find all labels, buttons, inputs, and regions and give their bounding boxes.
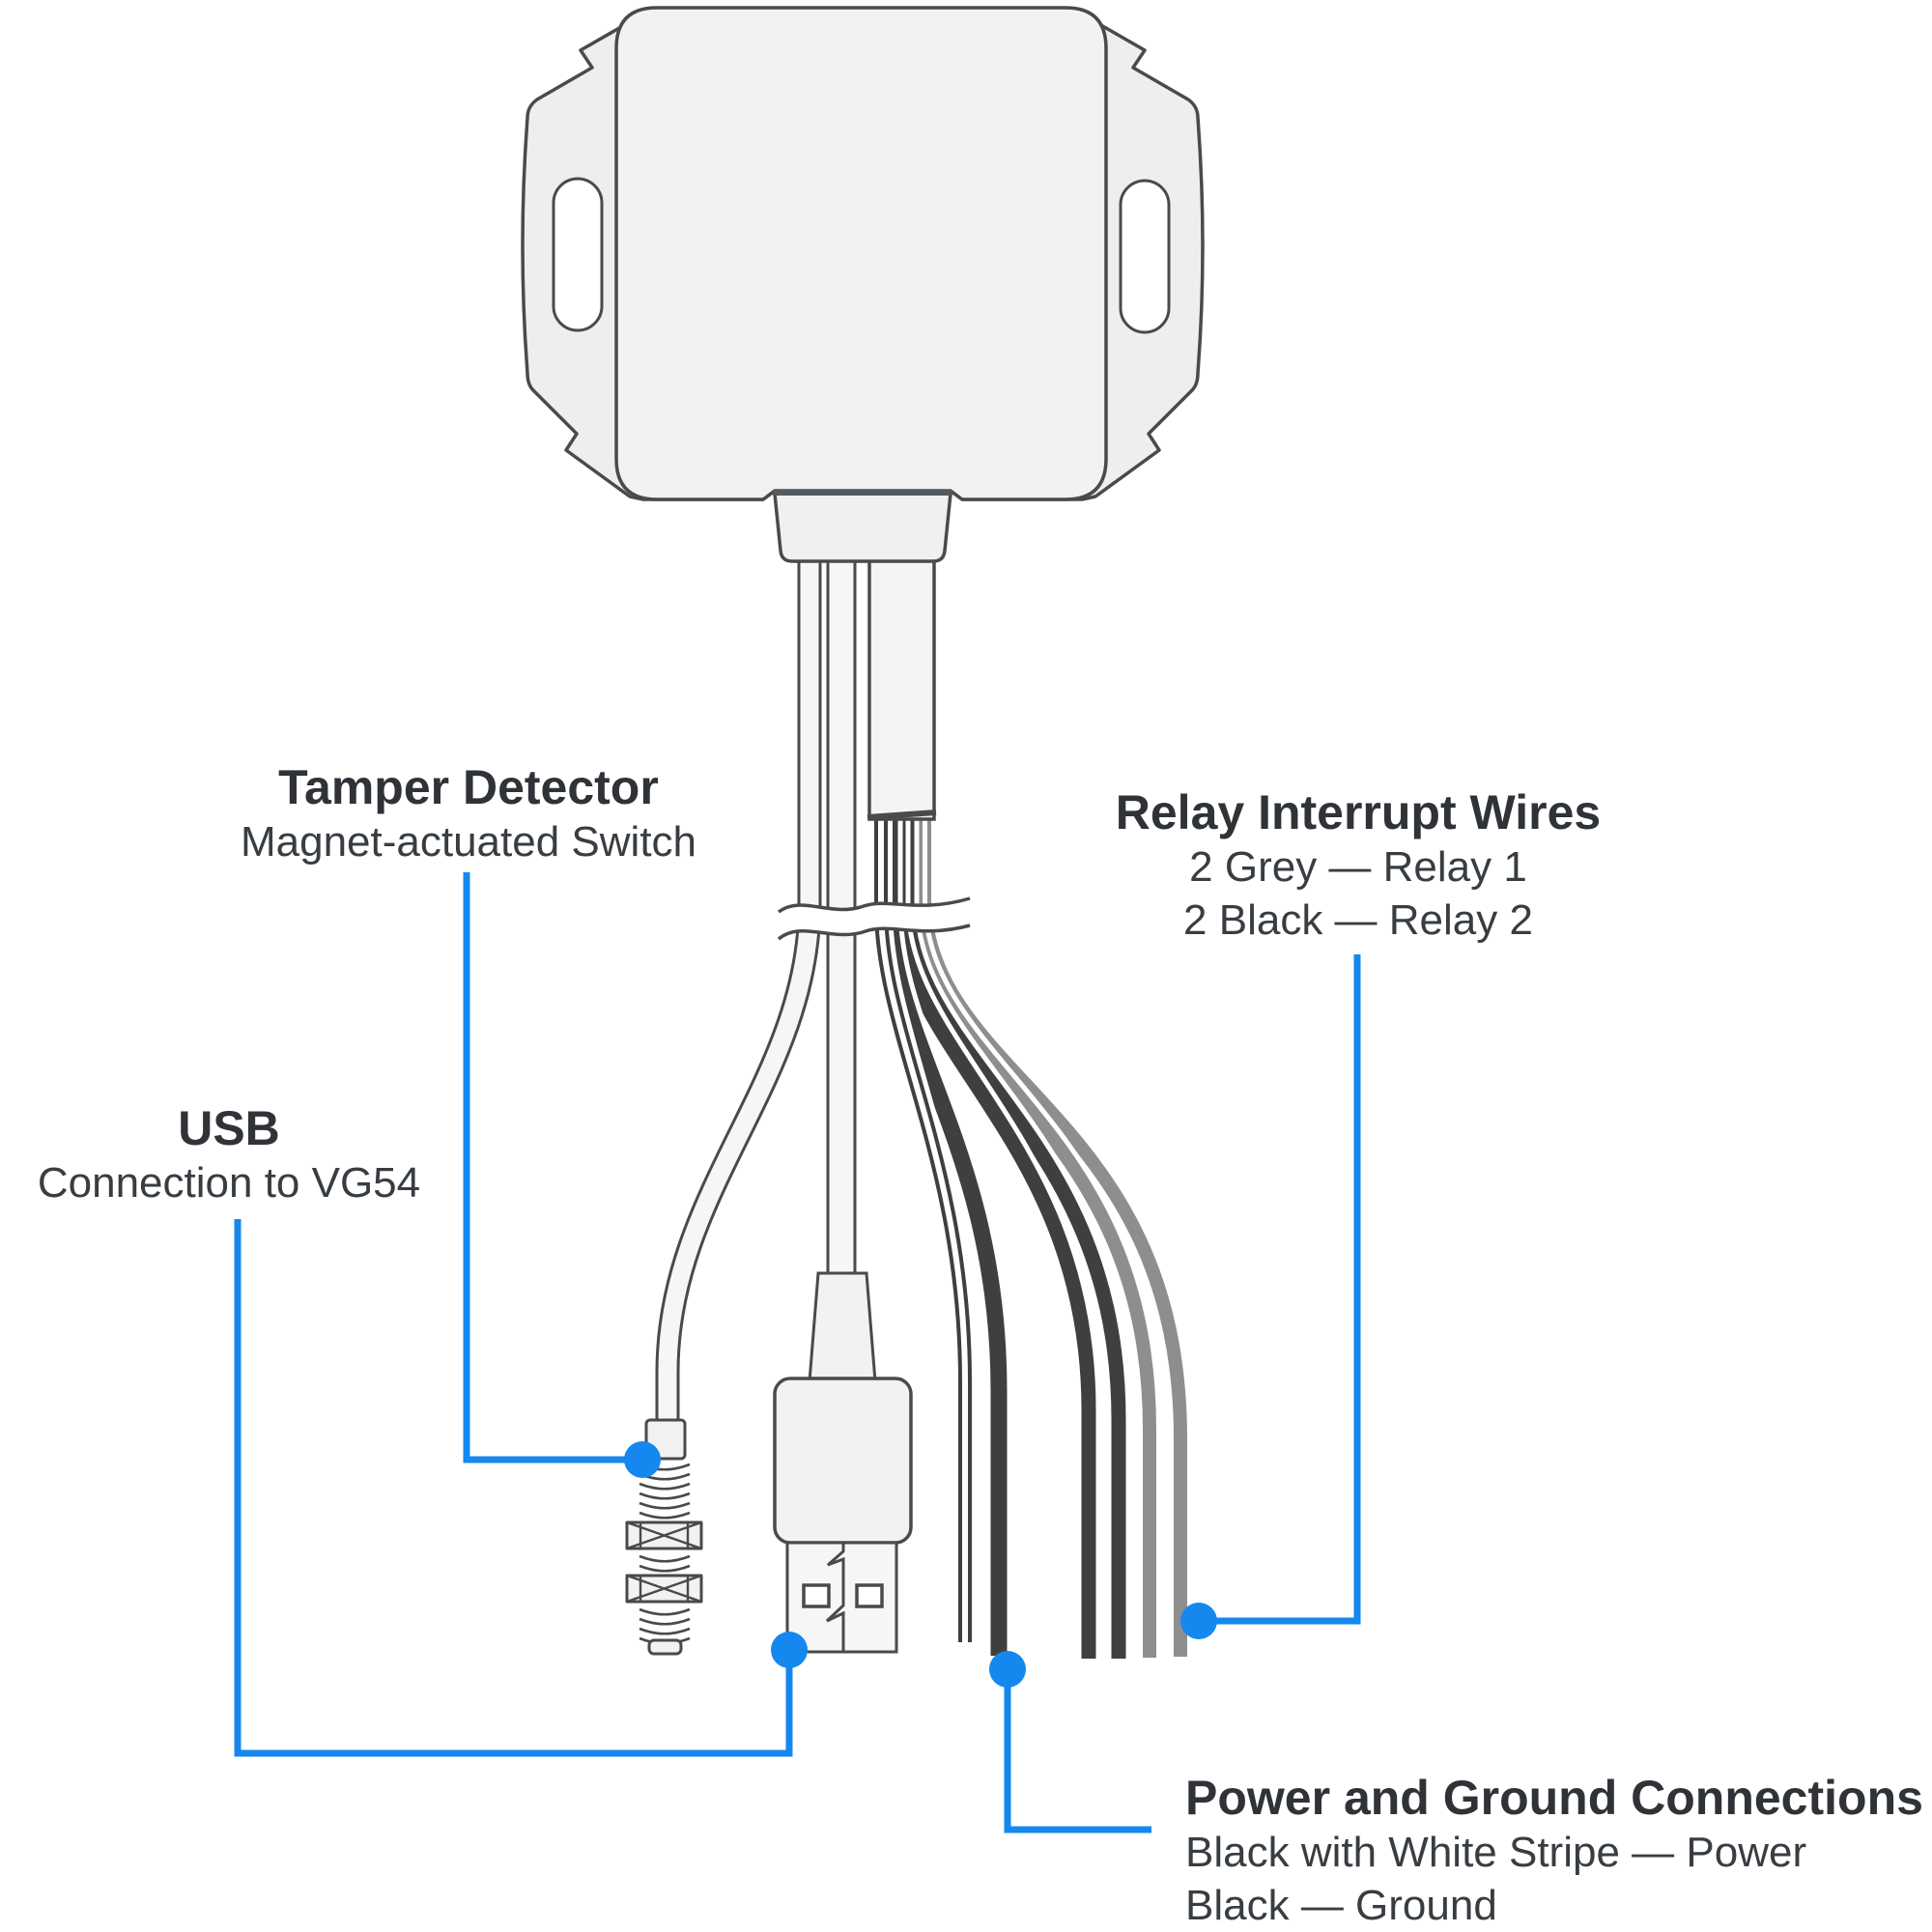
- tamper-switch-threads-top: [639, 1463, 691, 1520]
- white-cables: [655, 539, 937, 1424]
- usb-leader-line: [234, 1219, 793, 1757]
- relay-callout-label: Relay Interrupt Wires 2 Grey — Relay 1 2…: [1116, 784, 1601, 947]
- tamper-wire: [655, 546, 822, 1424]
- callout-dots: [624, 1441, 1217, 1688]
- usb-title: USB: [178, 1101, 280, 1155]
- cable-tie: [777, 896, 971, 941]
- tamper-switch-threads-mid: [639, 1554, 691, 1573]
- device-face: [614, 6, 1108, 501]
- tamper-switch-nut-2: [625, 1574, 703, 1604]
- relay-line-2: 2 Black — Relay 2: [1183, 896, 1533, 944]
- callout-leaders: [234, 872, 1361, 1833]
- striped-power-wire: [869, 807, 977, 1642]
- wire-sheath: [867, 539, 937, 821]
- cable-grommet: [773, 490, 952, 563]
- power-callout-label: Power and Ground Connections Black with …: [1185, 1770, 1923, 1932]
- usb-cable: [808, 546, 877, 1383]
- relay-title: Relay Interrupt Wires: [1115, 785, 1602, 839]
- mounting-slot-left: [552, 177, 604, 332]
- power-line-2: Black — Ground: [1185, 1882, 1497, 1929]
- tamper-leader-line: [463, 872, 633, 1463]
- usb-shell-seam: [825, 1543, 845, 1652]
- usb-cable-boot: [808, 1271, 877, 1383]
- device-enclosure: [521, 6, 1205, 563]
- power-title: Power and Ground Connections: [1185, 1771, 1923, 1825]
- power-line-1: Black with White Stripe — Power: [1185, 1829, 1807, 1876]
- relay-line-1: 2 Grey — Relay 1: [1189, 843, 1527, 891]
- power-callout-dot: [989, 1651, 1026, 1688]
- usb-connector: [773, 1377, 913, 1654]
- usb-callout-label: USB Connection to VG54: [38, 1100, 420, 1209]
- tamper-callout-dot: [624, 1441, 661, 1478]
- power-leader-line: [1004, 1671, 1151, 1833]
- usb-callout-dot: [771, 1632, 808, 1668]
- tamper-title: Tamper Detector: [278, 760, 659, 814]
- usb-contact-right: [855, 1583, 884, 1608]
- mounting-slot-right: [1119, 179, 1171, 334]
- tamper-subtitle: Magnet-actuated Switch: [240, 818, 697, 866]
- tamper-switch-nut-1: [625, 1520, 703, 1550]
- tamper-switch-threads-bottom: [639, 1607, 691, 1645]
- usb-contact-left: [802, 1583, 831, 1608]
- tamper-switch: [625, 1418, 703, 1656]
- wire-fan: [869, 807, 1192, 1659]
- usb-subtitle: Connection to VG54: [37, 1159, 421, 1207]
- tamper-callout-label: Tamper Detector Magnet-actuated Switch: [241, 759, 696, 868]
- relay-callout-dot: [1180, 1603, 1217, 1639]
- relay-leader-line: [1209, 954, 1361, 1625]
- usb-plug-body: [773, 1377, 913, 1545]
- tamper-switch-tip: [647, 1638, 683, 1656]
